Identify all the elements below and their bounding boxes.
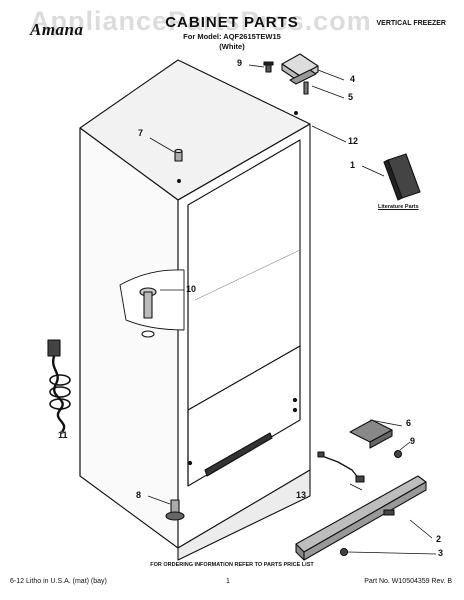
leveling-leg-part-8 [165, 499, 185, 521]
brand-logo: Amana [30, 20, 84, 39]
leader-lines [61, 64, 437, 555]
document-part-number: Part No. W10504359 Rev. B [364, 578, 452, 585]
appliance-type: VERTICAL FREEZER [376, 20, 447, 27]
callout-9-top: 9 [237, 58, 243, 68]
screw-part-3 [339, 547, 349, 557]
literature-parts-label: Literature Parts [378, 204, 419, 210]
grille-part-2 [295, 475, 427, 561]
callout-8: 8 [136, 490, 142, 500]
bottom-hinge-part-6 [349, 419, 393, 449]
callout-7: 7 [138, 128, 144, 138]
callout-9-bottom: 9 [410, 436, 416, 446]
model-line: For Model: AQF2615TEW15 [183, 32, 281, 41]
page-title: CABINET PARTS [165, 14, 299, 31]
color-line: (White) [219, 42, 245, 51]
callout-12: 12 [348, 136, 359, 146]
callout-2: 2 [436, 534, 442, 544]
callout-4: 4 [350, 74, 356, 84]
callout-11: 11 [58, 430, 68, 440]
print-info: 6-12 Litho in U.S.A. (mat) (bay) [10, 578, 107, 585]
cabinet-body [79, 59, 311, 561]
callout-3: 3 [438, 548, 444, 558]
callout-13: 13 [296, 490, 307, 500]
callout-5: 5 [348, 92, 354, 102]
wire-harness-part-13 [317, 451, 365, 483]
hinge-part-5 [289, 69, 317, 95]
ordering-note: FOR ORDERING INFORMATION REFER TO PARTS … [150, 562, 314, 568]
plug-part-7 [174, 148, 183, 162]
drain-tube-part-10 [139, 287, 157, 338]
callout-6: 6 [406, 418, 412, 428]
callout-10: 10 [186, 284, 197, 294]
power-cord-part-11 [47, 339, 71, 433]
callout-1: 1 [350, 160, 356, 170]
literature-booklet-part-1 [383, 153, 421, 201]
screw-part-9-bottom [393, 449, 403, 459]
screw-part-9-top [263, 61, 274, 73]
page-number: 1 [226, 578, 230, 585]
